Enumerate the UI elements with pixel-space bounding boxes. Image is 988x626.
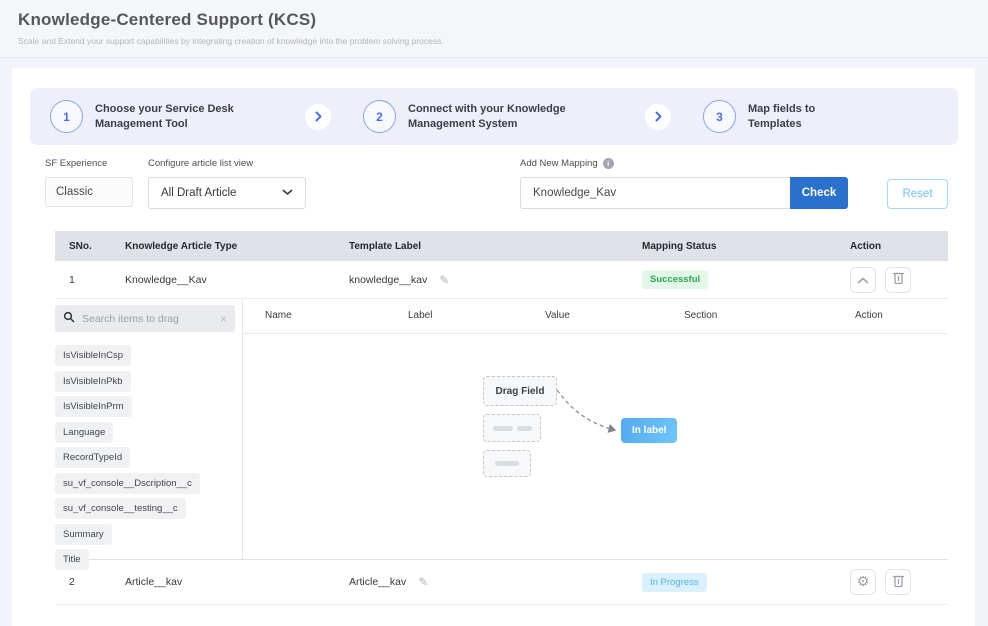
sf-experience-group: SF Experience (45, 158, 133, 207)
row-article-type: Knowledge__Kav (125, 273, 207, 286)
delete-button[interactable] (885, 569, 911, 595)
step-separator (613, 103, 703, 130)
row-article-type: Article__kav (125, 576, 183, 588)
row-template-label: knowledge__kav (349, 273, 428, 286)
chevron-down-icon (282, 187, 293, 199)
drag-item[interactable]: IsVisibleInCsp (55, 345, 132, 366)
article-view-selected-value: All Draft Article (161, 187, 237, 199)
page-header: Knowledge-Centered Support (KCS) Scale a… (0, 0, 988, 58)
settings-button[interactable]: ⚙ (850, 569, 876, 595)
step-2-label: Connect with your Knowledge Management S… (408, 102, 566, 130)
article-view-group: Configure article list view All Draft Ar… (148, 158, 306, 209)
search-icon (63, 310, 75, 328)
chevron-right-icon (305, 103, 331, 130)
header-mapping-status: Mapping Status (642, 240, 717, 252)
drag-arrow (556, 389, 617, 433)
step-2[interactable]: 2 Connect with your Knowledge Management… (363, 100, 613, 133)
pill-shape (516, 425, 532, 431)
drag-search-box: × (55, 305, 235, 332)
table-row-1: 1 Knowledge__Kav knowledge__kav ✎ Succes… (55, 261, 948, 299)
stepper: 1 Choose your Service Desk Management To… (30, 88, 958, 145)
controls-row: SF Experience Configure article list vie… (45, 158, 948, 209)
pill-shape (495, 461, 519, 466)
placeholder-box (483, 450, 531, 477)
status-badge: In Progress (642, 572, 707, 592)
chevron-right-icon (645, 103, 671, 130)
main-card: 1 Choose your Service Desk Management To… (12, 68, 975, 626)
info-icon[interactable]: i (602, 158, 614, 169)
reset-button[interactable]: Reset (887, 179, 948, 209)
add-mapping-group: Add New Mapping i Check (520, 158, 848, 209)
delete-button[interactable] (885, 266, 911, 293)
add-mapping-label: Add New Mapping i (520, 158, 848, 169)
gear-icon: ⚙ (856, 574, 870, 590)
step-1-label: Choose your Service Desk Management Tool (95, 102, 234, 130)
collapse-button[interactable] (850, 266, 876, 293)
drag-item[interactable]: IsVisibleInPrm (55, 396, 132, 417)
header-action: Action (850, 240, 882, 252)
pill-shape (492, 425, 513, 431)
sf-experience-label: SF Experience (45, 158, 108, 169)
add-mapping-label-text: Add New Mapping (520, 158, 598, 169)
page-subtitle: Scale and Extend your support capabiliti… (18, 36, 444, 46)
check-button[interactable]: Check (790, 177, 848, 209)
chevron-up-icon (857, 272, 869, 287)
drag-item[interactable]: Title (55, 549, 89, 570)
drag-item[interactable]: IsVisibleInPkb (55, 370, 131, 392)
subtable-header-row: Name Label Value Section Action (243, 299, 948, 334)
row-sno: 1 (69, 273, 75, 286)
subheader-label: Label (408, 310, 433, 321)
subheader-name: Name (265, 310, 292, 321)
table-row-2: 2 Article__kav Article__kav ✎ In Progres… (55, 560, 948, 605)
row-sno: 2 (69, 576, 75, 588)
header-sno: SNo. (69, 240, 92, 252)
page-title: Knowledge-Centered Support (KCS) (18, 10, 317, 29)
table-header-row: SNo. Knowledge Article Type Template Lab… (55, 231, 948, 261)
step-1[interactable]: 1 Choose your Service Desk Management To… (50, 100, 273, 133)
header-article-type: Knowledge Article Type (125, 240, 238, 252)
drag-items-panel: × IsVisibleInCsp IsVisibleInPkb IsVisibl… (55, 299, 243, 570)
article-list-view-select[interactable]: All Draft Article (148, 177, 306, 209)
drag-items-list: IsVisibleInCsp IsVisibleInPkb IsVisibleI… (55, 345, 242, 570)
drag-item[interactable]: Language (55, 421, 114, 443)
drag-item[interactable]: su_vf_console__Dscription__c (55, 472, 200, 494)
edit-icon[interactable]: ✎ (418, 575, 429, 589)
edit-icon[interactable]: ✎ (439, 272, 450, 287)
add-mapping-input[interactable] (520, 177, 790, 209)
drag-field-box: Drag Field (483, 376, 557, 406)
header-template-label: Template Label (349, 240, 422, 252)
step-3-number: 3 (703, 100, 736, 133)
trash-icon (892, 574, 905, 591)
step-2-number: 2 (363, 100, 396, 133)
step-3[interactable]: 3 Map fields to Templates (703, 100, 848, 133)
subheader-section: Section (684, 310, 718, 321)
sf-experience-field[interactable] (45, 177, 133, 207)
step-separator (273, 103, 363, 130)
placeholder-box (483, 414, 541, 442)
close-icon[interactable]: × (219, 311, 227, 326)
article-view-label: Configure article list view (148, 158, 254, 169)
subheader-value: Value (545, 310, 570, 321)
drag-drop-illustration: Drag Field (243, 334, 948, 559)
in-label-badge: In label (621, 418, 678, 443)
mapping-editor: × IsVisibleInCsp IsVisibleInPkb IsVisibl… (55, 299, 948, 570)
mapping-fields-area: Name Label Value Section Action Drag Fie… (243, 299, 948, 559)
drag-item[interactable]: su_vf_console__testing__c (55, 498, 186, 519)
step-3-label: Map fields to Templates (748, 102, 816, 130)
mapping-table: SNo. Knowledge Article Type Template Lab… (55, 231, 948, 605)
subheader-action: Action (855, 310, 883, 321)
row-template-label: Article__kav (349, 576, 407, 588)
status-badge: Successful (642, 270, 709, 289)
drag-item[interactable]: RecordTypeId (55, 447, 131, 468)
step-1-number: 1 (50, 100, 83, 133)
drag-item[interactable]: Summary (55, 523, 112, 545)
drag-search-input[interactable] (82, 312, 213, 325)
trash-icon (892, 271, 905, 288)
